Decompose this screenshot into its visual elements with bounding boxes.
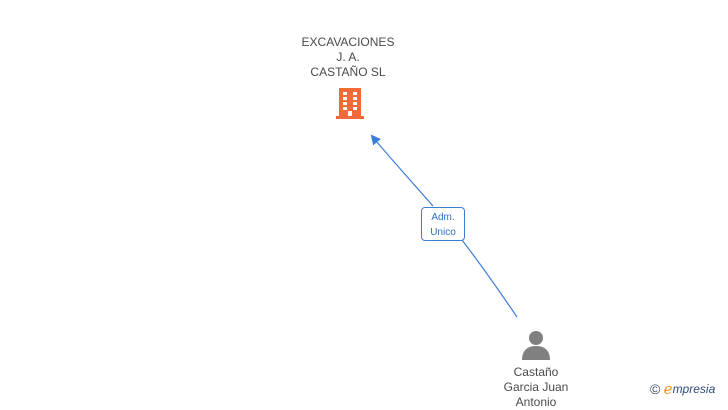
relation-edge: [372, 136, 518, 318]
person-icon[interactable]: [521, 330, 551, 360]
company-name-line: EXCAVACIONES: [301, 35, 395, 49]
building-icon[interactable]: [334, 86, 366, 120]
empresia-logo[interactable]: © empresia: [650, 380, 715, 398]
person-name-line: Garcia Juan: [503, 380, 569, 394]
company-name-line: CASTAÑO SL: [310, 65, 386, 79]
brand-logo-text: mpresia: [672, 382, 716, 396]
company-name[interactable]: EXCAVACIONES J. A. CASTAÑO SL: [268, 35, 428, 80]
relation-label: Adm. Unico: [421, 207, 465, 241]
copyright-icon: ©: [650, 381, 661, 397]
relation-label-line: Unico: [430, 227, 456, 238]
person-name-line: Castaño: [513, 365, 559, 379]
relation-label-line: Adm.: [431, 212, 455, 223]
person-name[interactable]: Castaño Garcia Juan Antonio: [476, 365, 596, 410]
person-name-line: Antonio: [515, 395, 557, 409]
edge-layer: [0, 0, 518, 318]
company-name-line: J. A.: [336, 50, 360, 64]
brand-logo-initial: e: [663, 380, 673, 398]
